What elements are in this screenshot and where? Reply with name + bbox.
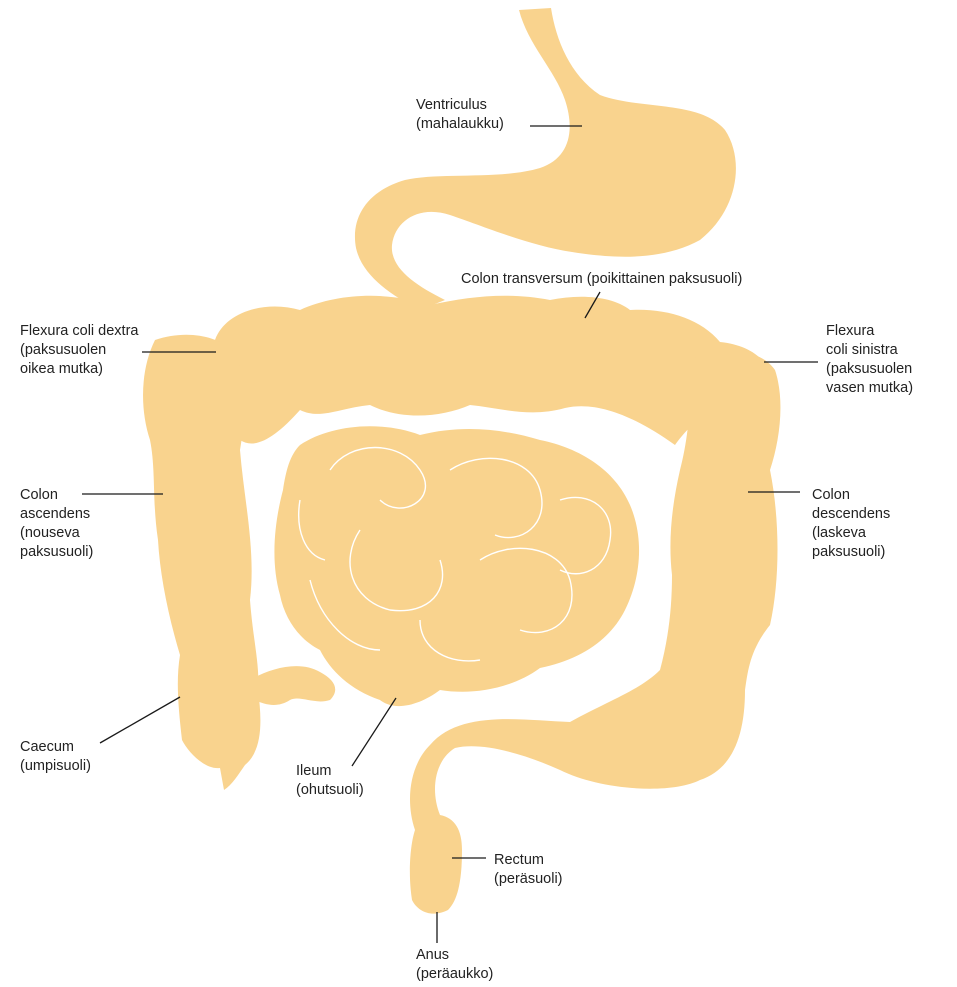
label-caecum: Caecum (umpisuoli) xyxy=(20,738,91,776)
digestive-organs xyxy=(143,8,780,914)
label-flexura-coli-sinistra: Flexura coli sinistra (paksusuolen vasen… xyxy=(826,322,913,398)
label-colon-transversum: Colon transversum (poikittainen paksusuo… xyxy=(461,270,742,289)
leader-caecum xyxy=(100,697,180,743)
label-colon-descendens: Colon descendens (laskeva paksusuoli) xyxy=(812,486,890,562)
label-colon-ascendens: Colon ascendens (nouseva paksusuoli) xyxy=(20,486,93,562)
colon-ascendens-shape xyxy=(143,335,260,790)
label-rectum: Rectum (peräsuoli) xyxy=(494,851,563,889)
label-anus: Anus (peräaukko) xyxy=(416,946,493,984)
ileum-connection-shape xyxy=(250,666,335,705)
label-ventriculus: Ventriculus (mahalaukku) xyxy=(416,96,504,134)
label-flexura-coli-dextra: Flexura coli dextra (paksusuolen oikea m… xyxy=(20,322,138,379)
stomach-shape xyxy=(355,8,736,310)
ileum-shape xyxy=(274,426,639,706)
label-ileum: Ileum (ohutsuoli) xyxy=(296,762,364,800)
leader-ileum xyxy=(352,698,396,766)
